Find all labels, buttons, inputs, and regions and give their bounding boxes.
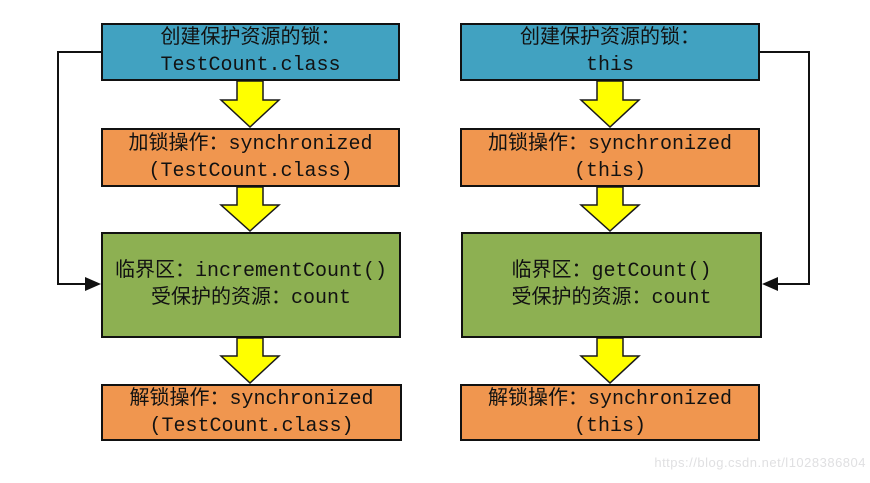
right-critical-section-box: 临界区：getCount() 受保护的资源：count bbox=[461, 232, 762, 338]
box-text-line: (this) bbox=[573, 159, 646, 183]
box-text-line: (TestCount.class) bbox=[148, 159, 353, 183]
flow-down-arrow-icon bbox=[579, 186, 641, 233]
left-acquire-lock-box: 加锁操作：synchronized (TestCount.class) bbox=[101, 128, 400, 187]
left-create-lock-box: 创建保护资源的锁： TestCount.class bbox=[101, 23, 400, 81]
loop-arrowhead-right-icon bbox=[762, 277, 778, 291]
box-text-line: 创建保护资源的锁： bbox=[520, 27, 700, 50]
box-text-line: 解锁操作：synchronized bbox=[487, 387, 733, 411]
flow-down-arrow-icon bbox=[579, 80, 641, 129]
loop-connector-right bbox=[760, 51, 810, 285]
box-text-line: TestCount.class bbox=[160, 54, 341, 77]
right-create-lock-box: 创建保护资源的锁： this bbox=[460, 23, 760, 81]
flow-down-arrow-icon bbox=[219, 337, 281, 385]
loop-arrowhead-left-icon bbox=[85, 277, 101, 291]
left-critical-section-box: 临界区：incrementCount() 受保护的资源：count bbox=[101, 232, 401, 338]
flow-down-arrow-icon bbox=[579, 337, 641, 385]
left-release-lock-box: 解锁操作：synchronized (TestCount.class) bbox=[101, 384, 402, 441]
box-text-line: 解锁操作：synchronized bbox=[129, 387, 374, 411]
csdn-watermark: https://blog.csdn.net/l1028386804 bbox=[654, 455, 866, 470]
box-text-line: 受保护的资源：count bbox=[511, 287, 712, 310]
box-text-line: 加锁操作：synchronized bbox=[487, 132, 733, 156]
flow-down-arrow-icon bbox=[219, 80, 281, 129]
box-text-line: 加锁操作：synchronized bbox=[128, 132, 373, 156]
box-text-line: 受保护的资源：count bbox=[150, 287, 351, 310]
flow-down-arrow-icon bbox=[219, 186, 281, 233]
box-text-line: 创建保护资源的锁： bbox=[160, 27, 341, 50]
box-text-line: 临界区：incrementCount() bbox=[114, 260, 388, 283]
box-text-line: this bbox=[585, 54, 634, 77]
box-text-line: (TestCount.class) bbox=[149, 414, 354, 438]
right-release-lock-box: 解锁操作：synchronized (this) bbox=[460, 384, 760, 441]
right-acquire-lock-box: 加锁操作：synchronized (this) bbox=[460, 128, 760, 187]
box-text-line: 临界区：getCount() bbox=[511, 260, 712, 283]
box-text-line: (this) bbox=[573, 414, 646, 438]
loop-connector-left bbox=[57, 51, 101, 285]
